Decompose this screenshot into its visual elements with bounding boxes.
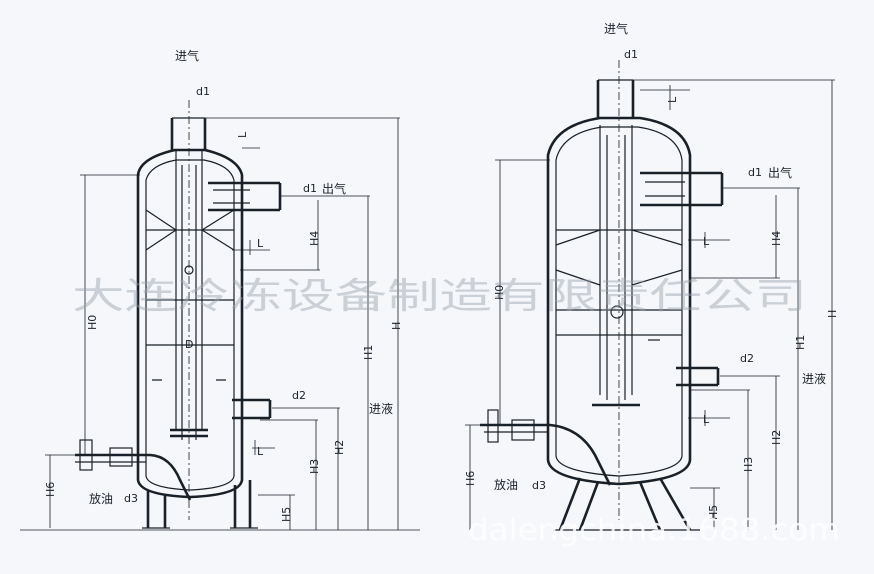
label-outlet-gas-right: 出气 [768, 165, 792, 180]
left-vessel [20, 100, 420, 531]
label-L-right-top: L [666, 96, 679, 103]
right-labels: 进气 d1 d1 出气 d2 进液 放油 d3 L L L H0 H1 H H2… [464, 21, 839, 520]
label-L-right-1: L [703, 235, 710, 248]
label-inlet-liquid-left: 进液 [369, 401, 393, 416]
label-drain-oil-right: 放油 [494, 477, 518, 492]
label-L-left-top: L [236, 131, 249, 138]
label-H6-right: H6 [464, 471, 477, 486]
watermark-site: dalengchina.1688.com [468, 513, 840, 548]
label-d2-left: d2 [292, 389, 306, 402]
label-d3-left: d3 [124, 492, 138, 505]
label-H5-right: H5 [707, 505, 720, 520]
label-L-right-2: L [703, 413, 710, 426]
label-H4-left: H4 [308, 231, 321, 246]
label-H4-right: H4 [770, 231, 783, 246]
label-inlet-liquid-right: 进液 [802, 371, 826, 386]
watermark-company: 大连冷冻设备制造有限责任公司 [72, 276, 807, 317]
right-vessel [465, 60, 835, 531]
label-H2-right: H2 [770, 430, 783, 445]
left-labels: 进气 d1 d1 出气 d2 进液 放油 d3 D L L L H0 H1 H … [44, 48, 403, 522]
label-H3-right: H3 [742, 457, 755, 472]
label-H0-left: H0 [86, 315, 99, 330]
label-inlet-gas-left: 进气 [175, 48, 199, 63]
label-H1-left: H1 [362, 345, 375, 360]
label-H0-right: H0 [493, 285, 506, 300]
label-d1-top-left: d1 [196, 85, 210, 98]
label-L-left-1: L [257, 237, 264, 250]
label-H-left: H [390, 322, 403, 330]
label-d3-right: d3 [532, 479, 546, 492]
label-drain-oil-left: 放油 [89, 491, 113, 506]
label-L-left-2: L [257, 445, 264, 458]
label-H6-left: H6 [44, 482, 57, 497]
label-d1-top-right: d1 [624, 48, 638, 61]
label-d1-side-left: d1 [303, 182, 317, 195]
label-H-right: H [826, 310, 839, 318]
label-H2-left: H2 [333, 440, 346, 455]
label-inlet-gas-right: 进气 [604, 21, 628, 36]
label-H3-left: H3 [308, 459, 321, 474]
label-D: D [185, 338, 193, 351]
label-d2-right: d2 [740, 352, 754, 365]
label-d1-side-right: d1 [748, 166, 762, 179]
label-H5-left: H5 [280, 507, 293, 522]
label-H1-right: H1 [794, 335, 807, 350]
label-outlet-gas-left: 出气 [322, 181, 346, 196]
